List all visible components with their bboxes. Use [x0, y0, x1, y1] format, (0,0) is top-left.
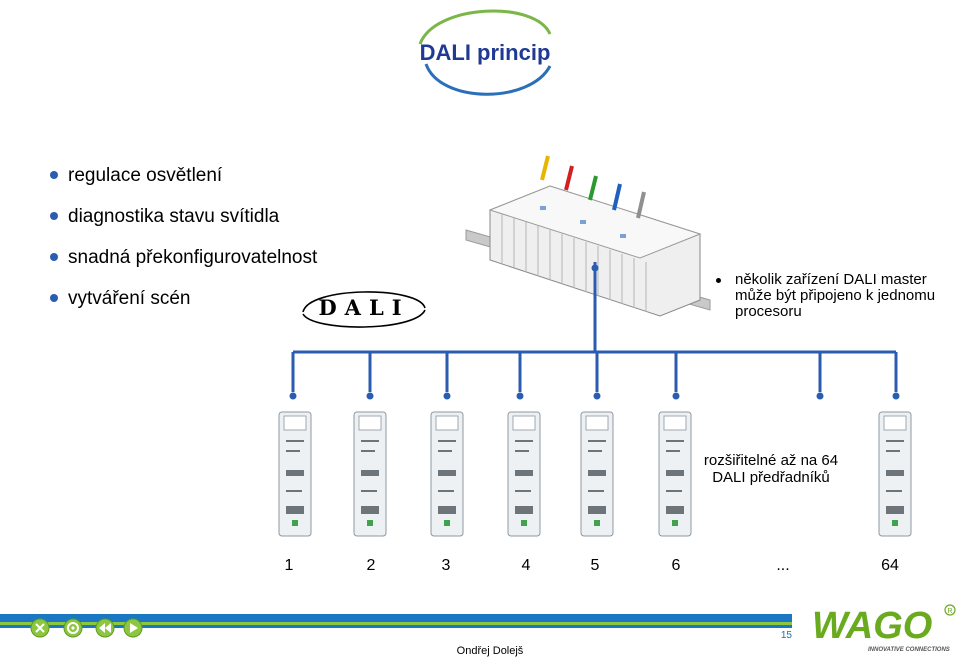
- title-block: DALI princip: [400, 4, 570, 100]
- ballast-3: [430, 411, 464, 537]
- device-number: 5: [590, 557, 600, 574]
- target-icon[interactable]: [63, 618, 83, 638]
- dali-logo: DALI: [299, 284, 429, 332]
- svg-text:WAGO: WAGO: [812, 605, 932, 647]
- ballast-6: [658, 411, 692, 537]
- footer-bar: [0, 614, 792, 628]
- title-swoosh: [418, 9, 552, 96]
- feature-list: regulace osvětlení diagnostika stavu sví…: [48, 166, 317, 330]
- list-item: diagnostika stavu svítidla: [48, 207, 317, 227]
- device-number: 64: [881, 557, 899, 574]
- bullet-icon: [716, 278, 721, 283]
- ballast-5: [580, 411, 614, 537]
- author-name: Ondřej Dolejš: [456, 645, 524, 657]
- ballast-4: [507, 411, 541, 537]
- device-number: 2: [366, 557, 376, 574]
- device-number: 6: [671, 557, 681, 574]
- controller-image: [465, 155, 711, 317]
- bullet-icon: [50, 294, 58, 302]
- list-item: regulace osvětlení: [48, 166, 317, 186]
- page-number: 15: [780, 630, 792, 641]
- device-number: 1: [284, 557, 294, 574]
- svg-text:R: R: [948, 608, 953, 615]
- bullet-icon: [50, 253, 58, 261]
- device-number: 4: [521, 557, 531, 574]
- dali-logo-text: DALI: [318, 295, 410, 320]
- ballast-64: [878, 411, 912, 537]
- note-expand: rozšiřitelné až na 64 DALI předřadníků: [703, 452, 839, 486]
- play-icon[interactable]: [123, 618, 143, 638]
- page-title: DALI princip: [419, 40, 551, 65]
- bullet-icon: [50, 212, 58, 220]
- bullet-icon: [50, 171, 58, 179]
- wago-logo: WAGO R INNOVATIVE CONNECTIONS: [810, 602, 958, 654]
- note-master: několik zařízení DALI master může být př…: [716, 272, 946, 320]
- list-item: vytváření scén: [48, 289, 317, 309]
- ballast-1: [278, 411, 312, 537]
- device-number: ...: [776, 557, 790, 574]
- rewind-icon[interactable]: [95, 618, 115, 638]
- close-icon[interactable]: [30, 618, 50, 638]
- device-number: 3: [441, 557, 451, 574]
- ballast-2: [353, 411, 387, 537]
- svg-text:INNOVATIVE CONNECTIONS: INNOVATIVE CONNECTIONS: [868, 647, 950, 653]
- list-item: snadná překonfigurovatelnost: [48, 248, 317, 268]
